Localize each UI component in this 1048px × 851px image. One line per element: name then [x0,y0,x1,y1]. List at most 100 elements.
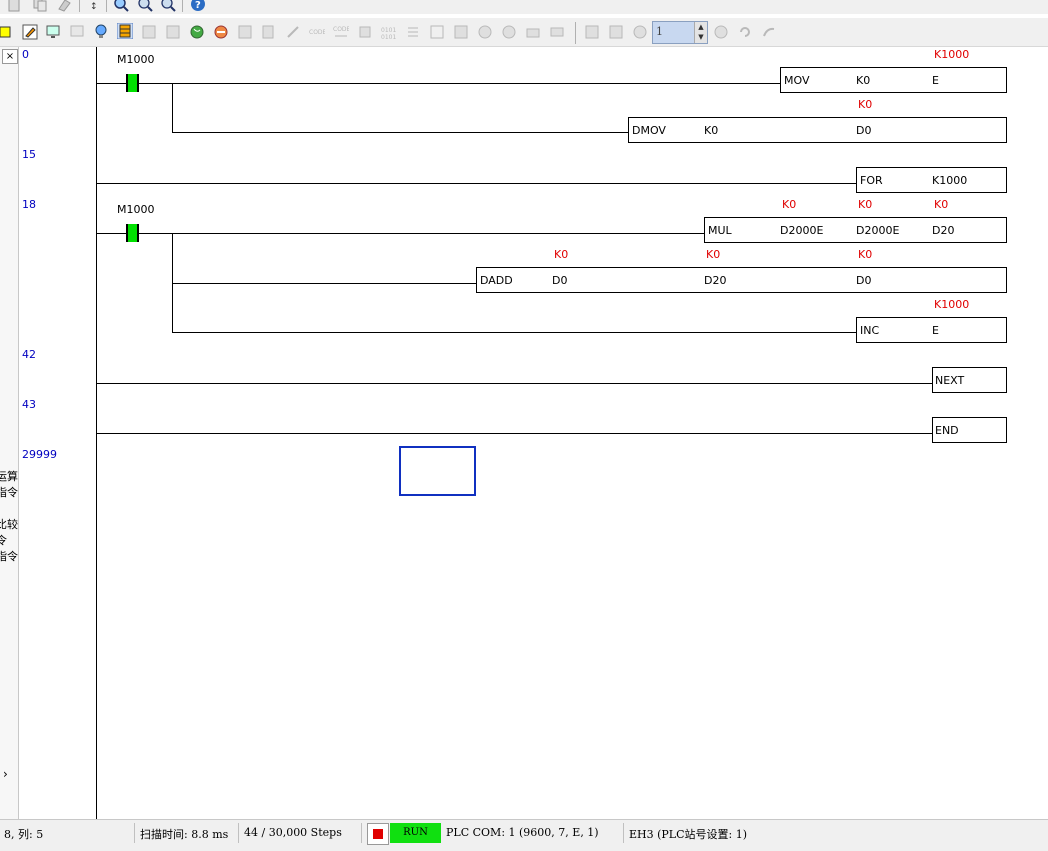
code-icon[interactable]: CODE [309,24,325,40]
stop-button[interactable] [367,823,389,845]
grid-icon[interactable] [0,24,16,40]
help-icon[interactable]: ? [190,0,206,12]
rung-wire [139,233,704,234]
instruction-next[interactable]: NEXT [932,367,1007,393]
download-icon[interactable] [584,24,600,40]
layout-icon[interactable] [429,24,445,40]
svg-text:↕: ↕ [90,2,98,12]
new-file-icon[interactable] [6,0,22,13]
instruction-arg: K1000 [932,174,968,187]
document-icon[interactable] [165,24,181,40]
panel-text-instruction-2[interactable]: 指令 [0,550,18,563]
rung-wire [139,83,780,84]
satellite-icon[interactable] [285,24,301,40]
rung-wire [172,283,476,284]
branch-wire [172,83,173,133]
instruction-dmov[interactable]: DMOV K0 D0 [628,117,1007,143]
svg-text:0101: 0101 [381,27,396,34]
line-number: 29999 [22,448,57,461]
ladder-mode-icon[interactable] [117,23,133,39]
disk-icon[interactable] [501,24,517,40]
expand-arrow-icon[interactable]: › [3,767,8,781]
plc-station: EH3 (PLC站号设置: 1) [629,828,748,841]
list-icon[interactable] [405,24,421,40]
stop-sign-icon[interactable] [213,24,229,40]
contact-m1000[interactable] [126,224,139,242]
spinner-buttons[interactable]: ▲ ▼ [694,22,707,43]
search-icon[interactable] [113,0,129,12]
window-icon[interactable] [69,24,85,40]
device-icon[interactable] [608,24,624,40]
rung-wire [97,233,126,234]
instruction-arg: E [932,324,939,337]
spinner-down-icon[interactable]: ▼ [698,33,704,41]
panel-text-command[interactable]: 令 [0,534,7,547]
sort-icon[interactable]: ↕ [86,0,102,13]
page-icon[interactable] [237,24,253,40]
instruction-end[interactable]: END [932,417,1007,443]
monitor-value: K0 [858,248,873,261]
instruction-op: MOV [784,74,810,87]
globe-icon[interactable] [189,24,205,40]
zoom-out-icon[interactable] [160,0,176,12]
export-icon[interactable] [261,24,277,40]
zoom-in-icon[interactable] [137,0,153,12]
calculator-icon[interactable] [453,24,469,40]
instruction-mov[interactable]: MOV K0 E [780,67,1007,93]
monitor-value: K0 [934,198,949,211]
line-number: 42 [22,348,36,361]
instruction-arg: D2000E [856,224,900,237]
rung-wire [172,332,856,333]
monitor-icon[interactable] [45,24,61,40]
close-icon[interactable]: × [2,49,18,64]
edit-cursor[interactable] [399,446,476,496]
instruction-op: NEXT [935,374,965,387]
panel-text-instruction[interactable]: 指令 [0,486,18,499]
comm-settings: PLC COM: 1 (9600, 7, E, 1) [446,826,599,839]
instruction-arg: D20 [932,224,955,237]
spinner-up-icon[interactable]: ▲ [698,23,704,31]
instruction-op: DMOV [632,124,666,137]
contact-m1000[interactable] [126,74,139,92]
monitor-value: K0 [706,248,721,261]
step-spinner-value[interactable]: 1 [656,25,663,38]
left-power-rail [96,47,97,819]
line-number: 15 [22,148,36,161]
run-indicator[interactable]: RUN [390,823,441,843]
printer-icon[interactable] [525,24,541,40]
instruction-inc[interactable]: INC E [856,317,1007,343]
panel-text-operation[interactable]: 运算 [0,470,18,483]
monitor-value: K0 [554,248,569,261]
rung-wire [97,433,932,434]
code-arrow-icon[interactable]: CODE [333,24,349,40]
pencil-icon[interactable] [22,24,38,40]
magnify-icon[interactable] [477,24,493,40]
contact-label: M1000 [117,203,155,216]
instruction-mul[interactable]: MUL D2000E D2000E D20 [704,217,1007,243]
record-icon[interactable] [713,24,729,40]
table-icon[interactable] [141,24,157,40]
rung-wire [97,183,856,184]
instruction-arg: D20 [704,274,727,287]
refresh-icon[interactable] [737,24,753,40]
instruction-arg: K0 [704,124,719,137]
svg-text:?: ? [195,0,201,11]
panel-text-compare[interactable]: 比较 [0,518,18,531]
transfer-icon[interactable] [549,24,565,40]
instruction-arg: D2000E [780,224,824,237]
compile-icon[interactable] [357,24,373,40]
instruction-for[interactable]: FOR K1000 [856,167,1007,193]
bulb-icon[interactable] [93,24,109,40]
line-number: 0 [22,48,29,61]
instruction-arg: D0 [552,274,568,287]
copy-icon[interactable] [32,0,48,13]
instruction-arg: D0 [856,124,872,137]
instruction-dadd[interactable]: DADD D0 D20 D0 [476,267,1007,293]
clock-icon[interactable] [632,24,648,40]
redo-icon[interactable] [761,24,777,40]
step-spinner[interactable]: 1 ▲ ▼ [652,21,708,44]
eraser-icon[interactable] [56,0,72,13]
instruction-op: END [935,424,959,437]
